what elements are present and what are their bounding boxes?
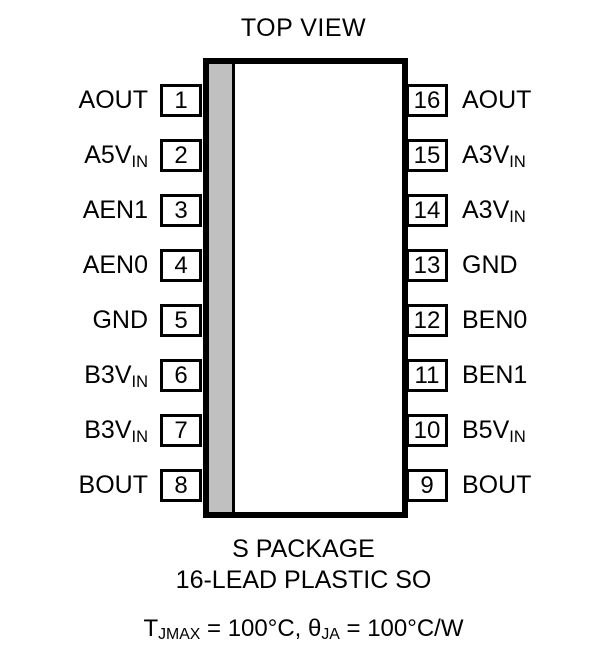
pin-box-1[interactable]: 1: [160, 84, 202, 117]
pin-box-2[interactable]: 2: [160, 139, 202, 172]
package-left-stripe: [209, 64, 235, 512]
pin-label-16: AOUT: [462, 86, 532, 114]
pin-label-15: A3VIN: [462, 141, 526, 171]
pin-box-6[interactable]: 6: [160, 359, 202, 392]
pin-box-13[interactable]: 13: [406, 249, 448, 282]
pin-label-14: A3VIN: [462, 196, 526, 226]
package-name-caption: S PACKAGE: [232, 535, 375, 563]
pin-label-11: BEN1: [462, 361, 528, 389]
thermal-spec-caption: TJMAX = 100°C, θJA = 100°C/W: [143, 615, 464, 644]
pin-box-15[interactable]: 15: [406, 139, 448, 172]
pin-box-4[interactable]: 4: [160, 249, 202, 282]
pin-box-11[interactable]: 11: [406, 359, 448, 392]
pin-box-5[interactable]: 5: [160, 304, 202, 337]
pin-box-16[interactable]: 16: [406, 84, 448, 117]
pin-label-8: BOUT: [78, 471, 148, 499]
pin-label-1: AOUT: [78, 86, 148, 114]
pin-box-10[interactable]: 10: [406, 414, 448, 447]
pin-box-3[interactable]: 3: [160, 194, 202, 227]
pin-box-14[interactable]: 14: [406, 194, 448, 227]
pin-label-2: A5VIN: [84, 141, 148, 171]
package-body-outline: [203, 58, 408, 518]
pin-label-6: B3VIN: [84, 361, 148, 391]
pin-label-5: GND: [92, 306, 148, 334]
pin-label-12: BEN0: [462, 306, 528, 334]
pin-label-7: B3VIN: [84, 416, 148, 446]
pin-label-3: AEN1: [82, 196, 148, 224]
top-view-title: TOP VIEW: [240, 14, 367, 42]
pin-box-12[interactable]: 12: [406, 304, 448, 337]
pin-box-7[interactable]: 7: [160, 414, 202, 447]
pin-box-8[interactable]: 8: [160, 469, 202, 502]
pin-label-9: BOUT: [462, 471, 532, 499]
pin-label-13: GND: [462, 251, 518, 279]
package-description-caption: 16-LEAD PLASTIC SO: [175, 566, 432, 594]
pin-label-4: AEN0: [82, 251, 148, 279]
pin-box-9[interactable]: 9: [406, 469, 448, 502]
pin-label-10: B5VIN: [462, 416, 526, 446]
